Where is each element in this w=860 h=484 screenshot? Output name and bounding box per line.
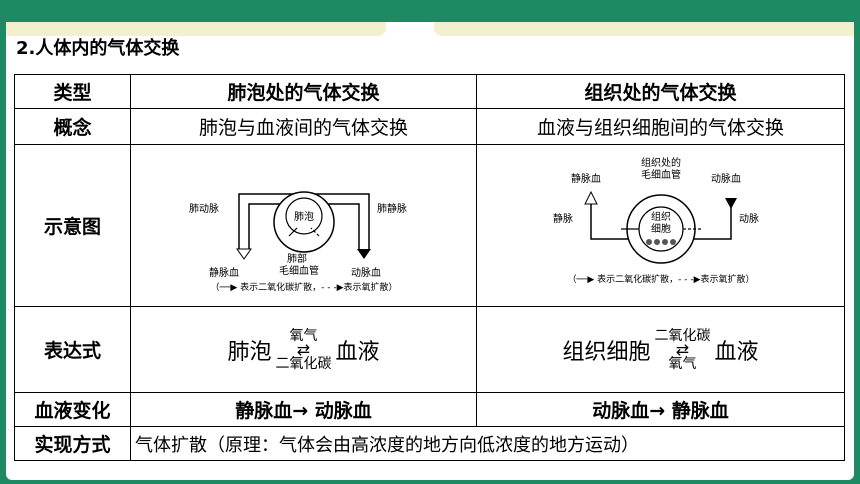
arterial-blood-label: 动脉血 bbox=[351, 266, 381, 279]
method-label: 实现方式 bbox=[14, 426, 131, 461]
tissue-exchange-diagram: 组织 细胞 组织处的 毛细血管 静脉血 动脉血 静脉 动脉 （──▶ 表示二氧化… bbox=[553, 156, 759, 285]
alveolus-circle bbox=[284, 196, 323, 235]
artery-label: 动脉 bbox=[739, 212, 759, 225]
expr-tissue-stack: 二氧化碳 ⇄ 氧气 bbox=[655, 329, 711, 371]
table-row-concept: 概念 肺泡与血液间的气体交换 血液与组织细胞间的气体交换 bbox=[14, 108, 845, 145]
up-arrow-icon bbox=[583, 190, 598, 204]
expr-lung-stack: 氧气 ⇄ 二氧化碳 bbox=[276, 329, 332, 371]
alveolus-label: 肺泡 bbox=[294, 210, 314, 223]
exchange-arrows-icon: ⇄ bbox=[675, 339, 690, 359]
blood-change-label: 血液变化 bbox=[14, 392, 131, 427]
pulmonary-artery-label: 肺动脉 bbox=[189, 202, 219, 215]
expr-lung-left: 肺泡 bbox=[227, 339, 272, 365]
expression-label: 表达式 bbox=[14, 306, 131, 393]
expr-lung-bottom: 二氧化碳 bbox=[275, 355, 332, 372]
header-lung: 肺泡处的气体交换 bbox=[130, 74, 477, 109]
tissue-arterial-blood-label: 动脉血 bbox=[711, 172, 741, 185]
cells-label-2: 细胞 bbox=[651, 222, 671, 235]
expr-tissue-bottom: 氧气 bbox=[668, 355, 697, 372]
down-arrow-icon bbox=[356, 248, 371, 259]
tissue-capillary-label-1: 组织处的 bbox=[641, 156, 681, 169]
capillary-label-2: 毛细血管 bbox=[279, 264, 319, 277]
cells-label-1: 组织 bbox=[651, 210, 671, 223]
diagram-lung-cell: 肺泡 肺动脉 肺静脉 静脉血 肺部 毛细血管 动脉血 （──▶ 表示二氧化碳扩散… bbox=[130, 144, 477, 307]
expr-lung-right: 血液 bbox=[335, 339, 380, 365]
diagram-label: 示意图 bbox=[14, 144, 131, 307]
concept-label: 概念 bbox=[14, 108, 131, 145]
expr-tissue-right: 血液 bbox=[714, 339, 759, 365]
blood-change-tissue: 动脉血→ 静脉血 bbox=[476, 392, 845, 427]
table-row-diagram: 示意图 肺泡 肺动脉 肺静脉 静脉血 肺部 毛细血管 动脉血 （── bbox=[14, 144, 845, 307]
capillary-label-1: 肺部 bbox=[287, 252, 307, 265]
expression-lung: 肺泡 氧气 ⇄ 二氧化碳 血液 bbox=[131, 329, 476, 371]
lung-legend: （──▶ 表示二氧化碳扩散，- - -▶表示氧扩散） bbox=[210, 281, 397, 293]
decor-tab-left bbox=[6, 22, 386, 36]
tissue-venous-blood-label: 静脉血 bbox=[571, 172, 601, 185]
venous-blood-label: 静脉血 bbox=[209, 266, 239, 279]
down-arrow-icon bbox=[724, 197, 737, 209]
decor-tab-right bbox=[434, 22, 854, 36]
gas-exchange-table: 类型 肺泡处的气体交换 组织处的气体交换 概念 肺泡与血液间的气体交换 血液与组… bbox=[14, 74, 845, 461]
concept-lung: 肺泡与血液间的气体交换 bbox=[130, 108, 477, 145]
expression-tissue: 组织细胞 二氧化碳 ⇄ 氧气 血液 bbox=[477, 329, 844, 371]
tissue-capillary-label-2: 毛细血管 bbox=[641, 168, 681, 181]
table-row-blood-change: 血液变化 静脉血→ 动脉血 动脉血→ 静脉血 bbox=[14, 392, 845, 427]
table-row-method: 实现方式 气体扩散（原理：气体会由高浓度的地方向低浓度的地方运动） bbox=[14, 426, 845, 461]
expr-tissue-top: 二氧化碳 bbox=[654, 327, 711, 344]
header-tissue: 组织处的气体交换 bbox=[476, 74, 845, 109]
expr-tissue-left: 组织细胞 bbox=[562, 339, 651, 365]
tissue-legend: （──▶ 表示二氧化碳扩散，- - -▶表示氧扩散） bbox=[567, 273, 754, 285]
section-heading: 2.人体内的气体交换 bbox=[16, 38, 180, 59]
header-type: 类型 bbox=[14, 74, 131, 109]
method-text: 气体扩散（原理：气体会由高浓度的地方向低浓度的地方运动） bbox=[130, 426, 845, 461]
expr-lung-top: 氧气 bbox=[289, 327, 318, 344]
table-row-expression: 表达式 肺泡 氧气 ⇄ 二氧化碳 血液 组织细胞 二氧化碳 ⇄ 氧气 血 bbox=[14, 306, 845, 393]
expression-tissue-cell: 组织细胞 二氧化碳 ⇄ 氧气 血液 bbox=[476, 306, 845, 393]
vein-label: 静脉 bbox=[553, 212, 573, 225]
up-arrow-icon bbox=[235, 248, 252, 260]
blood-change-lung: 静脉血→ 动脉血 bbox=[130, 392, 477, 427]
lung-exchange-diagram: 肺泡 肺动脉 肺静脉 静脉血 肺部 毛细血管 动脉血 （──▶ 表示二氧化碳扩散… bbox=[189, 190, 407, 293]
exchange-arrows-icon: ⇄ bbox=[296, 339, 311, 359]
pulmonary-vein-label: 肺静脉 bbox=[377, 202, 407, 215]
diagram-tissue-cell: 组织 细胞 组织处的 毛细血管 静脉血 动脉血 静脉 动脉 （──▶ 表示二氧化… bbox=[476, 144, 845, 307]
expression-lung-cell: 肺泡 氧气 ⇄ 二氧化碳 血液 bbox=[130, 306, 477, 393]
concept-tissue: 血液与组织细胞间的气体交换 bbox=[476, 108, 845, 145]
table-row-header: 类型 肺泡处的气体交换 组织处的气体交换 bbox=[14, 74, 845, 109]
